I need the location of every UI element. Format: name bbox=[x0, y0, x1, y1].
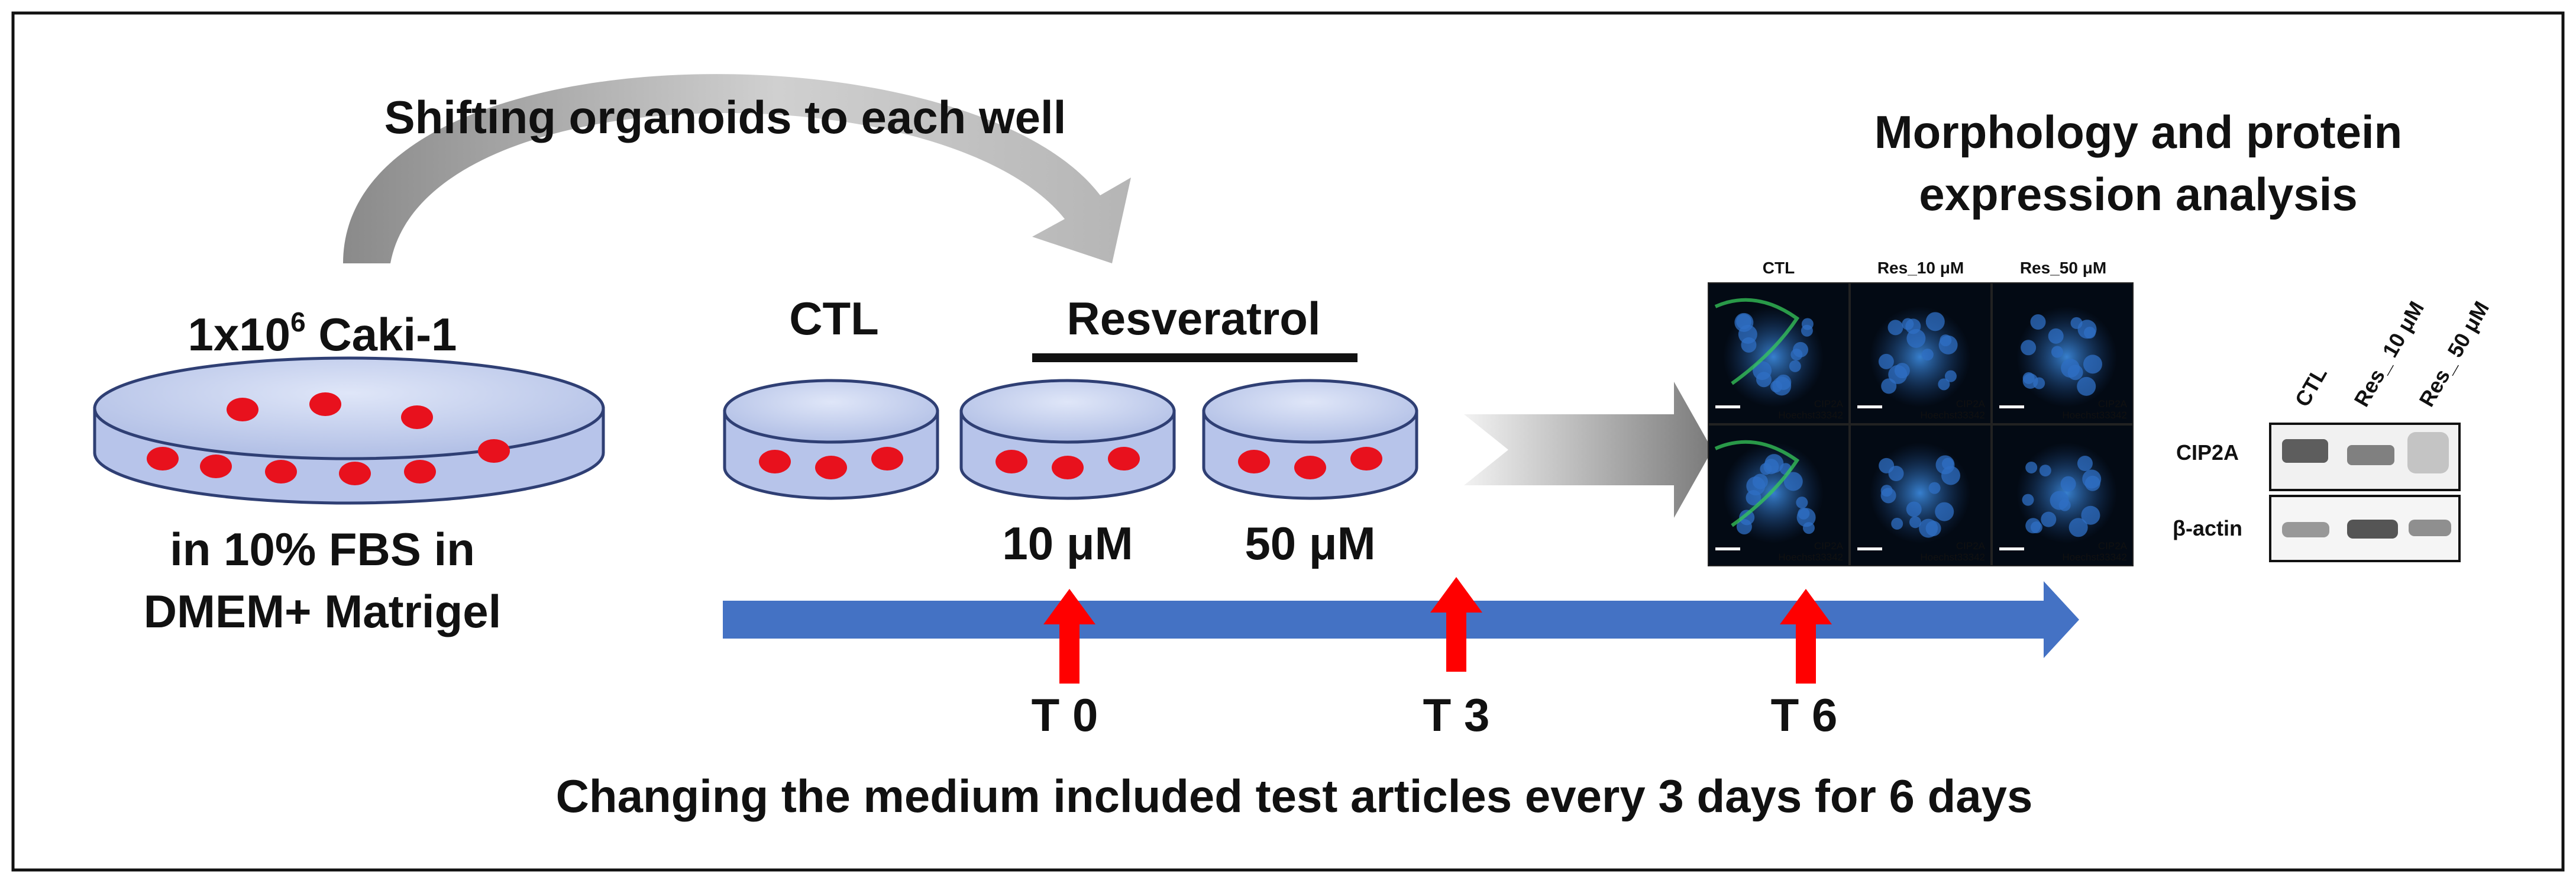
organoid-dot bbox=[759, 450, 791, 473]
stain-label-cip2a: CIP2A bbox=[2098, 398, 2128, 410]
organoid-dot bbox=[309, 392, 341, 416]
organoid-dot bbox=[1108, 447, 1140, 470]
seeding-organoids bbox=[147, 392, 510, 485]
treatment-label: Resveratrol bbox=[1066, 292, 1320, 344]
timepoint-t6: T 6 bbox=[1771, 689, 1838, 741]
analysis-title-line-2: expression analysis bbox=[1919, 168, 2357, 220]
blot-row-cip2a: CIP2A bbox=[2176, 440, 2239, 465]
western-blot-beta-actin bbox=[2269, 495, 2461, 562]
western-blot-lane-labels: CTL Res_ 10 μM Res_ 50 μM bbox=[2290, 297, 2494, 411]
organoid-dot bbox=[339, 462, 371, 485]
well-control bbox=[723, 379, 939, 500]
block-arrow-icon bbox=[1464, 382, 1712, 518]
organoid-dot bbox=[815, 456, 847, 479]
blot-lane-res50: Res_ 50 μM bbox=[2414, 297, 2494, 411]
stain-label-hoechst: Hoechst33342 bbox=[2062, 410, 2127, 421]
timepoint-t3: T 3 bbox=[1423, 689, 1490, 741]
timeline-caption: Changing the medium included test articl… bbox=[556, 770, 2033, 822]
blot-row-beta-actin: β-actin bbox=[2173, 516, 2242, 540]
organoid-dot bbox=[871, 447, 903, 470]
organoid-dot bbox=[1294, 456, 1326, 479]
micrograph-grid: CIP2AHoechst33342CIP2AHoechst33342CIP2AH… bbox=[1708, 282, 2134, 566]
organoid-dot bbox=[227, 398, 258, 421]
stain-label-cip2a: CIP2A bbox=[1814, 398, 1844, 410]
stain-label-hoechst: Hoechst33342 bbox=[1778, 410, 1843, 421]
treatment-bracket bbox=[1032, 353, 1358, 362]
medium-line-2: DMEM+ Matrigel bbox=[144, 585, 502, 637]
up-arrow-icon bbox=[1780, 589, 1832, 684]
organoid-dot bbox=[1238, 450, 1270, 473]
organoid-dot bbox=[147, 447, 179, 470]
timepoint-t0: T 0 bbox=[1032, 689, 1098, 741]
medium-line-1: in 10% FBS in bbox=[170, 523, 475, 575]
organoid-dot bbox=[265, 460, 297, 484]
stain-label-cip2a: CIP2A bbox=[1956, 398, 1986, 410]
dose-low-label: 10 μM bbox=[1002, 517, 1133, 569]
organoid-dot bbox=[1052, 456, 1084, 479]
stain-label-cip2a: CIP2A bbox=[1814, 540, 1844, 552]
stain-label-hoechst: Hoechst33342 bbox=[2062, 552, 2127, 563]
timeline-arrow-icon bbox=[723, 581, 2079, 658]
organoid-dot bbox=[478, 439, 510, 463]
stain-label-hoechst: Hoechst33342 bbox=[1778, 552, 1843, 563]
organoid-dot bbox=[401, 405, 433, 429]
micrograph-header-ctl: CTL bbox=[1763, 259, 1795, 277]
stain-label-cip2a: CIP2A bbox=[2098, 540, 2128, 552]
stain-label-hoechst: Hoechst33342 bbox=[1920, 410, 1985, 421]
control-label: CTL bbox=[789, 292, 879, 344]
well-res-50 bbox=[1202, 379, 1418, 500]
organoid-dot bbox=[996, 450, 1027, 473]
well-res-10 bbox=[959, 379, 1176, 500]
figure-border bbox=[11, 11, 2565, 872]
stain-label-cip2a: CIP2A bbox=[1956, 540, 1986, 552]
up-arrow-icon bbox=[1043, 589, 1095, 684]
seeding-dish bbox=[93, 356, 605, 505]
micrograph-header-res50: Res_50 μM bbox=[2020, 259, 2106, 277]
organoid-dot bbox=[1350, 447, 1382, 470]
shift-caption: Shifting organoids to each well bbox=[384, 91, 1066, 143]
organoid-dot bbox=[404, 460, 436, 484]
up-arrow-icon bbox=[1430, 577, 1482, 672]
well-organoids bbox=[759, 447, 1382, 479]
western-blot-cip2a bbox=[2269, 423, 2461, 491]
analysis-title-line-1: Morphology and protein bbox=[1874, 106, 2403, 158]
curved-arrow-icon bbox=[343, 74, 1131, 263]
dose-high-label: 50 μM bbox=[1245, 517, 1375, 569]
stain-label-hoechst: Hoechst33342 bbox=[1920, 552, 1985, 563]
micrograph-header-res10: Res_10 μM bbox=[1877, 259, 1964, 277]
micrograph-column-headers: CTL Res_10 μM Res_50 μM bbox=[1763, 259, 2106, 277]
organoid-dot bbox=[200, 455, 232, 478]
cell-count-label: 1x106 Caki-1 bbox=[188, 307, 457, 360]
blot-lane-ctl: CTL bbox=[2290, 363, 2331, 411]
